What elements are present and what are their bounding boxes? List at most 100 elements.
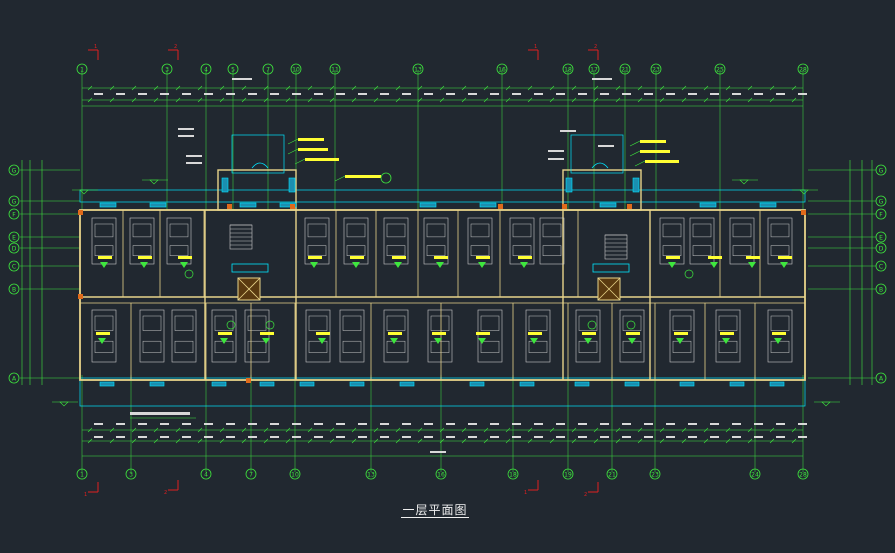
car-body	[575, 309, 601, 363]
axis-label-bottom: 4	[204, 472, 208, 479]
car-windshield	[214, 315, 234, 331]
car-body	[539, 217, 565, 265]
car-body	[689, 217, 715, 265]
window	[469, 381, 485, 387]
car-rear-window	[512, 245, 532, 256]
dim-tick	[483, 97, 489, 103]
axis-bubble-top	[562, 63, 574, 75]
dim-text-mark	[336, 436, 345, 438]
car-rear-window	[307, 245, 327, 256]
dim-tick	[439, 97, 445, 103]
dim-tick	[725, 85, 731, 91]
car-rear-window	[480, 340, 500, 353]
dim-tick	[791, 97, 797, 103]
parked-car	[539, 217, 565, 265]
dimension-lines	[21, 78, 873, 457]
axis-label-bottom: 7	[249, 472, 253, 479]
dim-tick	[131, 427, 137, 433]
bay-label-mark	[178, 256, 192, 259]
dim-tick	[307, 85, 313, 91]
dim-tick	[747, 85, 753, 91]
dim-tick	[263, 97, 269, 103]
dim-text-mark	[556, 423, 565, 425]
axis-bubble-left	[8, 231, 20, 243]
dim-tick	[351, 427, 357, 433]
dim-tick	[241, 85, 247, 91]
section-label-top: 2	[594, 44, 597, 50]
axis-label-top: 4	[204, 67, 208, 74]
dim-tick	[637, 427, 643, 433]
axis-label-bottom: 16	[437, 472, 445, 479]
car-windshield	[732, 223, 752, 238]
dim-text-mark	[226, 423, 235, 425]
dim-tick	[109, 427, 115, 433]
leader-line	[634, 160, 646, 167]
structural-column	[246, 378, 251, 383]
dim-text-mark	[358, 436, 367, 438]
axis-bubble-left	[8, 195, 20, 207]
dim-text-mark	[798, 436, 807, 438]
axis-label-left: E	[12, 235, 16, 242]
dim-text-mark	[600, 423, 609, 425]
room-tag	[265, 320, 275, 330]
axis-bubble-left	[8, 260, 20, 272]
dim-tick	[615, 97, 621, 103]
car-rear-window	[770, 340, 790, 353]
dim-tick	[307, 427, 313, 433]
axis-bubble-top	[290, 63, 302, 75]
axis-bubble-top	[329, 63, 341, 75]
axis-label-top: 23	[652, 67, 660, 74]
axis-label-right: E	[879, 235, 883, 242]
level-marker	[79, 189, 89, 195]
axis-bubble-left	[8, 372, 20, 384]
car-rear-window	[342, 340, 362, 353]
dim-text-mark	[314, 93, 323, 95]
axis-bubble-top	[797, 63, 809, 75]
bay-label-mark	[350, 256, 364, 259]
dim-text-mark	[270, 436, 279, 438]
car-rear-window	[346, 245, 366, 256]
dim-text-mark	[732, 436, 741, 438]
dim-tick	[769, 427, 775, 433]
dim-text-mark	[314, 423, 323, 425]
dim-tick	[263, 438, 269, 444]
dim-text-mark	[446, 436, 455, 438]
window	[299, 381, 315, 387]
section-label-top: 1	[94, 44, 97, 50]
dim-tick	[219, 438, 225, 444]
car-rear-window	[94, 245, 114, 256]
bay-label-mark	[518, 256, 532, 259]
parked-car	[767, 309, 793, 363]
dim-text-mark	[270, 93, 279, 95]
dim-tick	[87, 438, 93, 444]
dim-tick	[703, 438, 709, 444]
axis-bubble-top	[227, 63, 239, 75]
bay-arrow	[710, 262, 718, 268]
dim-tick	[87, 85, 93, 91]
level-marker	[799, 189, 809, 195]
counter-left	[231, 263, 269, 273]
dim-tick	[153, 97, 159, 103]
axis-bubble-bottom	[125, 468, 137, 480]
dim-tick	[219, 85, 225, 91]
dim-text-mark	[644, 93, 653, 95]
leader-line	[334, 175, 346, 182]
bay-arrow	[722, 338, 730, 344]
window	[729, 381, 745, 387]
dim-tick	[549, 97, 555, 103]
dim-tick	[681, 427, 687, 433]
dim-tick	[527, 85, 533, 91]
dim-tick	[241, 438, 247, 444]
axis-label-top: 5	[231, 67, 235, 74]
room-tag	[684, 269, 694, 279]
dim-text-mark	[622, 436, 631, 438]
note-text-mark	[645, 160, 679, 163]
axis-bubble-top	[412, 63, 424, 75]
dim-tick	[527, 97, 533, 103]
axis-label-right: B	[879, 287, 883, 294]
counter-right	[592, 263, 630, 273]
dim-tick	[197, 85, 203, 91]
dim-tick	[593, 438, 599, 444]
car-windshield	[174, 315, 194, 331]
axis-bubble-top	[161, 63, 173, 75]
